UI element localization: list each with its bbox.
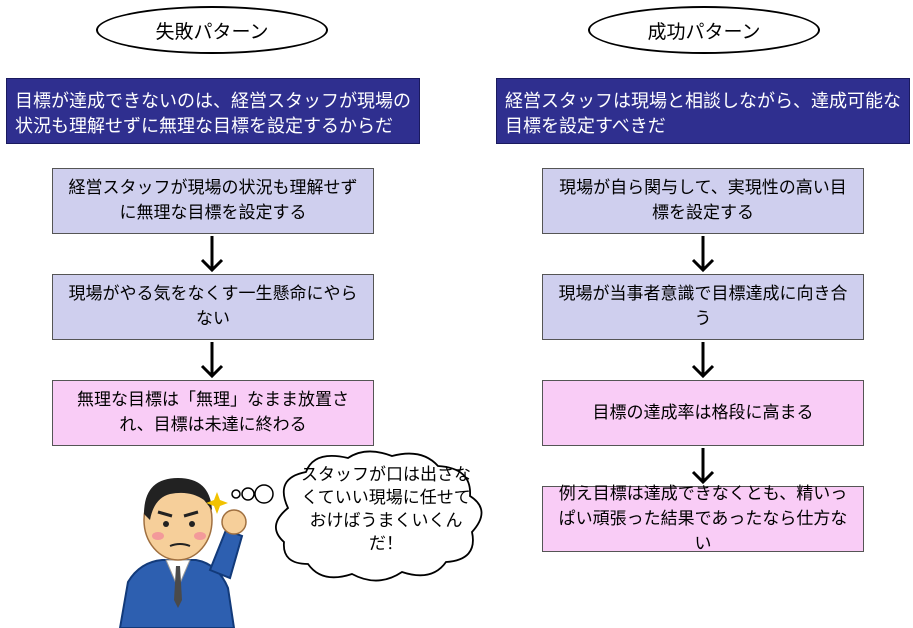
success-header-text: 経営スタッフは現場と相談しながら、達成可能な目標を設定すべきだ	[505, 91, 901, 137]
failure-step-2-text: 現場がやる気をなくす一生懸命にやらない	[68, 284, 358, 329]
failure-step-3: 無理な目標は「無理」なまま放置され、目標は未達に終わる	[52, 380, 374, 446]
failure-step-3-text: 無理な目標は「無理」なまま放置され、目標は未達に終わる	[77, 390, 349, 435]
thought-bubble-text: スタッフが口は出さなくていい現場に任せておけばうまくいくんだ！	[301, 465, 471, 554]
success-header: 経営スタッフは現場と相談しながら、達成可能な目標を設定すべきだ	[496, 78, 910, 144]
failure-header-text: 目標が達成できないのは、経営スタッフが現場の状況も理解せずに無理な目標を設定する…	[15, 91, 411, 137]
success-title-text: 成功パターン	[647, 20, 761, 43]
businessman-illustration	[118, 478, 247, 628]
success-pattern-title: 成功パターン	[588, 6, 820, 54]
success-step-1: 現場が自ら関与して、実現性の高い目標を設定する	[542, 168, 864, 234]
success-step-2-text: 現場が当事者意識で目標達成に向き合う	[558, 284, 848, 329]
failure-header: 目標が達成できないのは、経営スタッフが現場の状況も理解せずに無理な目標を設定する…	[6, 78, 420, 144]
failure-title-text: 失敗パターン	[155, 20, 269, 43]
arrow-down-icon	[200, 236, 224, 273]
arrow-down-icon	[691, 236, 715, 273]
success-step-2: 現場が当事者意識で目標達成に向き合う	[542, 274, 864, 340]
failure-step-2: 現場がやる気をなくす一生懸命にやらない	[52, 274, 374, 340]
success-step-4: 例え目標は達成できなくとも、精いっぱい頑張った結果であったなら仕方ない	[542, 484, 864, 554]
success-step-3-text: 目標の達成率は格段に高まる	[592, 402, 814, 423]
success-step-4-text: 例え目標は達成できなくとも、精いっぱい頑張った結果であったなら仕方ない	[558, 483, 848, 554]
arrow-down-icon	[691, 342, 715, 379]
arrow-down-icon	[691, 448, 715, 485]
success-step-1-text: 現場が自ら関与して、実現性の高い目標を設定する	[559, 178, 847, 223]
arrow-down-icon	[200, 342, 224, 379]
failure-pattern-title: 失敗パターン	[96, 6, 328, 54]
thought-bubble	[231, 450, 483, 582]
failure-step-1: 経営スタッフが現場の状況も理解せずに無理な目標を設定する	[52, 168, 374, 234]
failure-step-1-text: 経営スタッフが現場の状況も理解せずに無理な目標を設定する	[68, 178, 358, 223]
success-step-3: 目標の達成率は格段に高まる	[542, 380, 864, 446]
